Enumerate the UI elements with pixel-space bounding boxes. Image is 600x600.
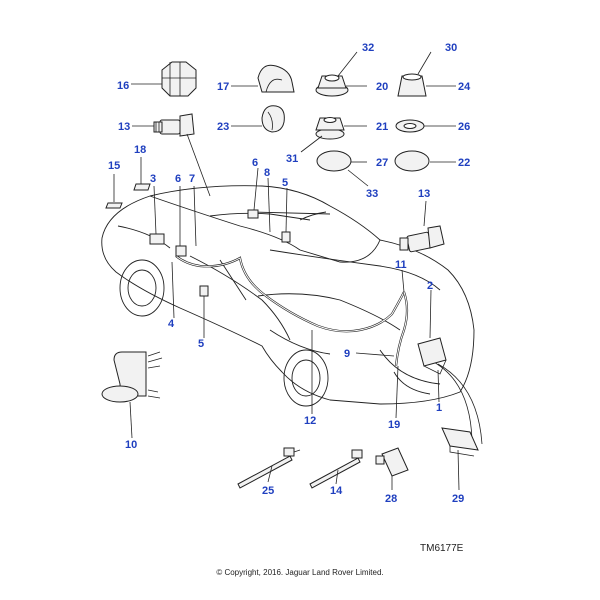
callout-25: 25: [262, 485, 274, 497]
callout-27: 27: [376, 157, 388, 169]
nut-21: [315, 117, 345, 140]
wiring-harness: [175, 255, 483, 445]
clip-part-17: [257, 64, 295, 93]
grommet-27: [316, 150, 352, 172]
callout-11: 11: [395, 259, 407, 271]
callout-13-right: 13: [418, 188, 430, 200]
callout-32: 32: [362, 42, 374, 54]
pad-15: [105, 202, 123, 209]
callout-33: 33: [366, 188, 378, 200]
callout-6-left: 6: [175, 173, 181, 185]
callout-20: 20: [376, 81, 388, 93]
clip-part-16: [161, 61, 197, 97]
connector-28: [375, 447, 409, 477]
callout-6-roof: 6: [252, 157, 258, 169]
callout-13-top: 13: [118, 121, 130, 133]
nut-20: [315, 74, 349, 97]
callout-16: 16: [117, 80, 129, 92]
callout-5-door: 5: [198, 338, 204, 350]
module-1-2: [417, 337, 447, 375]
clip-5-door: [199, 285, 209, 297]
callout-labels: 1 2 3 4 5 5 6 6 7 8 9 10 11 12 13 13 14 …: [108, 42, 471, 505]
callout-14: 14: [330, 485, 343, 497]
callout-24: 24: [458, 81, 471, 93]
nut-24: [397, 73, 427, 97]
washer-26: [395, 119, 425, 133]
cable-tie-25: [237, 447, 301, 489]
callout-9: 9: [344, 348, 350, 360]
callout-28: 28: [385, 493, 397, 505]
reference-code: TM6177E: [420, 543, 464, 554]
callout-26: 26: [458, 121, 470, 133]
callout-21: 21: [376, 121, 388, 133]
clip-5-pillar: [281, 231, 291, 243]
module-6-on-car: [175, 245, 187, 257]
callout-29: 29: [452, 493, 464, 505]
grommet-22: [394, 150, 430, 172]
callout-12: 12: [304, 415, 316, 427]
car-outline: [101, 185, 475, 407]
callout-15: 15: [108, 160, 120, 172]
bracket-10: [101, 351, 163, 403]
callout-31: 31: [286, 153, 298, 165]
copyright-notice: © Copyright, 2016. Jaguar Land Rover Lim…: [216, 568, 384, 577]
callout-1: 1: [436, 402, 442, 414]
callout-18: 18: [134, 144, 146, 156]
callout-4: 4: [168, 318, 175, 330]
callout-19: 19: [388, 419, 400, 431]
leader-lines: [113, 51, 460, 491]
clip-6-roof: [247, 209, 259, 219]
sensor-13-top: [153, 113, 195, 137]
pad-18: [133, 183, 151, 191]
cable-tie-14: [309, 449, 363, 489]
clip-part-23: [261, 105, 285, 133]
callout-5-pillar: 5: [282, 177, 288, 189]
callout-22: 22: [458, 157, 470, 169]
callout-3: 3: [150, 173, 156, 185]
module-29: [441, 427, 479, 457]
callout-17: 17: [217, 81, 229, 93]
callout-2: 2: [427, 280, 433, 292]
callout-7: 7: [189, 173, 195, 185]
callout-10: 10: [125, 439, 137, 451]
callout-30: 30: [445, 42, 457, 54]
callout-23: 23: [217, 121, 229, 133]
sensor-13-right: [399, 225, 445, 253]
callout-8: 8: [264, 167, 270, 179]
module-3-on-car: [149, 233, 165, 245]
